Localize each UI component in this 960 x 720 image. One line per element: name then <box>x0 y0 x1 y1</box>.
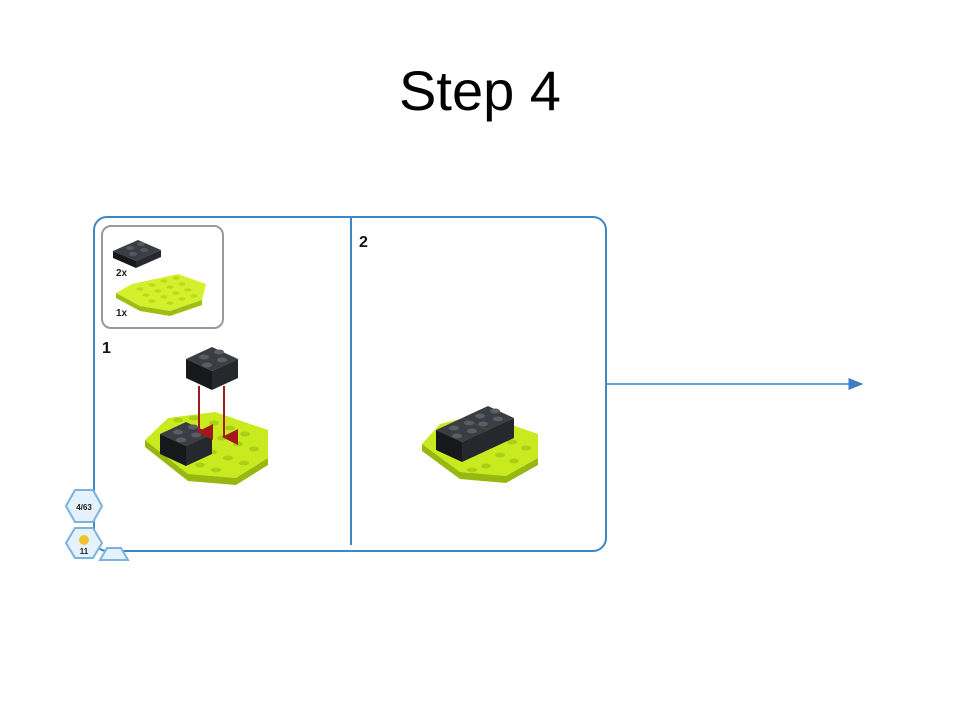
page-counter-text: 4/63 <box>76 503 92 512</box>
step2-brick-front <box>436 418 488 462</box>
substep-number-2: 2 <box>359 234 368 251</box>
parts-count-text: 11 <box>80 547 89 556</box>
step1-placement-arrows <box>197 386 238 445</box>
substep-number-1: 1 <box>102 340 111 357</box>
slide-title: Step 4 <box>399 59 561 122</box>
plate-quantity: 1x <box>116 308 128 319</box>
brick-quantity: 2x <box>116 268 128 279</box>
panel-divider <box>350 218 352 545</box>
step1-incoming-brick <box>186 347 238 390</box>
step1-placed-brick <box>160 422 212 466</box>
page-counter-badge <box>64 489 104 523</box>
parts-brick-icon <box>113 240 161 268</box>
parts-count-badge <box>64 527 104 559</box>
parts-plate-icon <box>116 274 206 316</box>
partial-badge <box>98 547 130 561</box>
